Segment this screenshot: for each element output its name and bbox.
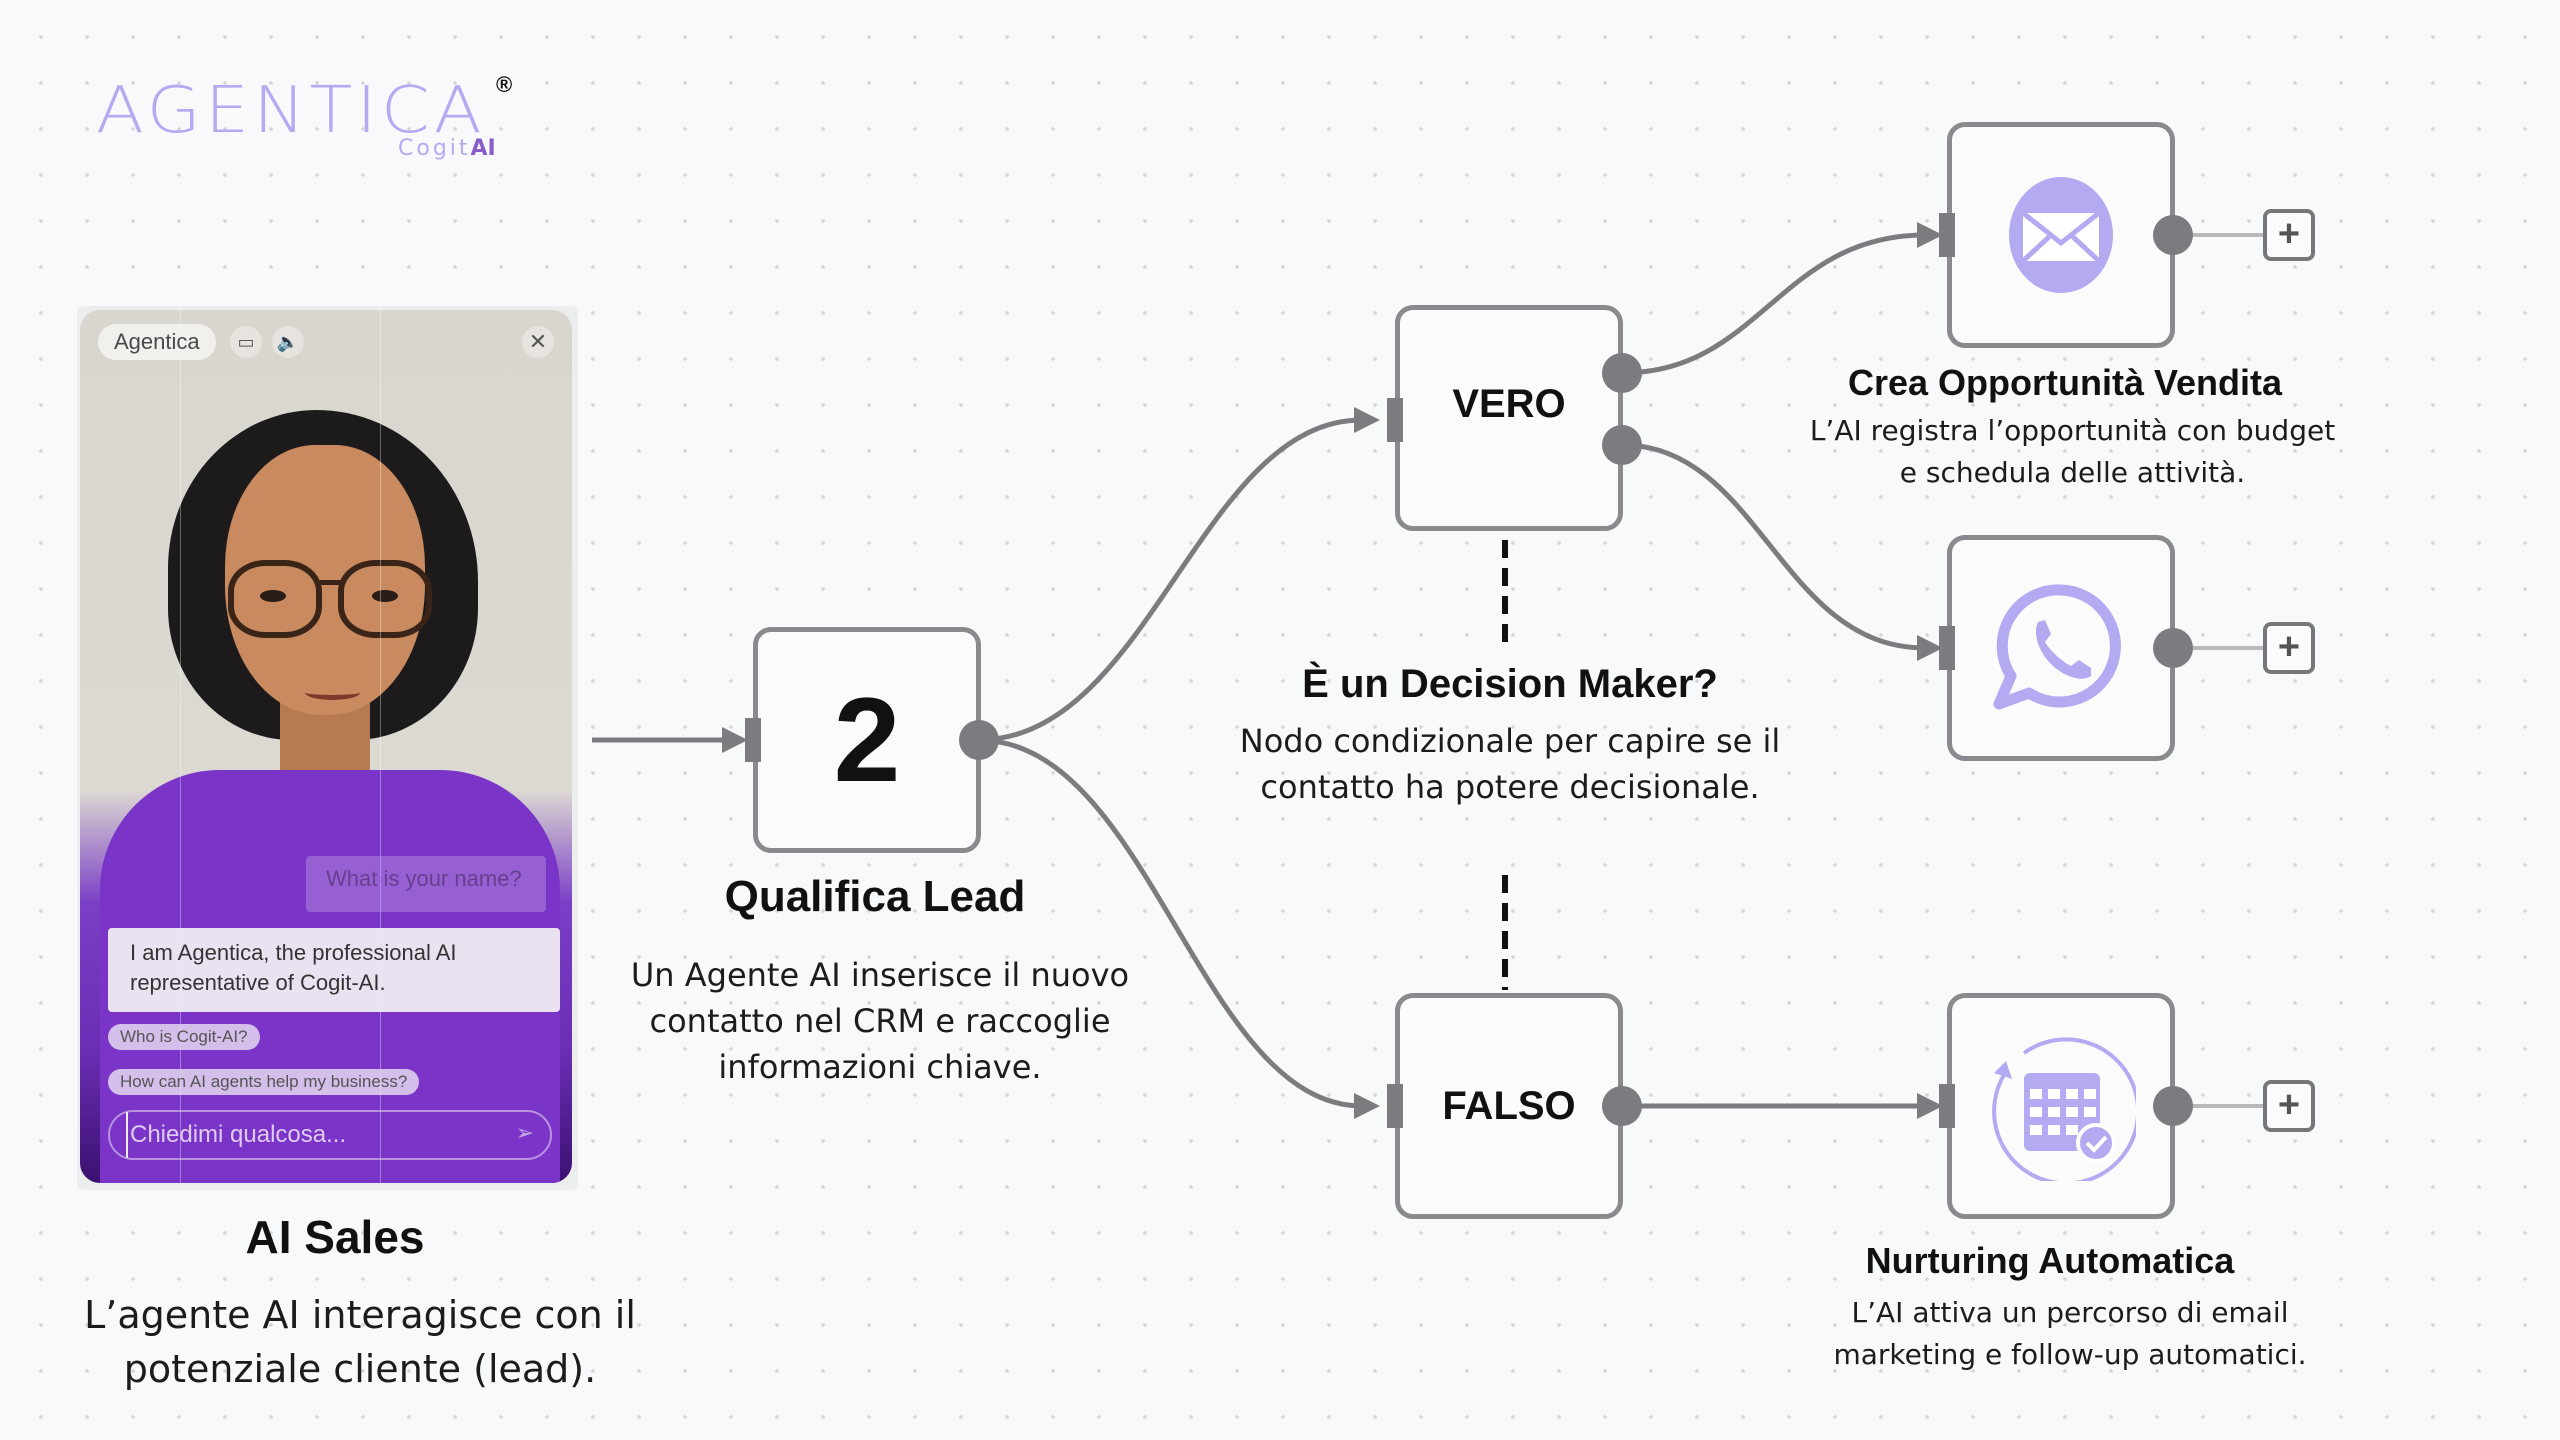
output-port[interactable] [2153, 215, 2193, 255]
video-artifact-line [380, 310, 381, 1183]
decision-maker-description: Nodo condizionale per capire se il conta… [1239, 722, 1781, 806]
wire-vero-to-email [1621, 232, 1926, 376]
avatar-glasses [338, 560, 432, 638]
node-falso[interactable]: FALSO [1395, 993, 1623, 1219]
suggestion-chip[interactable]: How can AI agents help my business? [108, 1069, 420, 1095]
output-port[interactable] [1602, 1086, 1642, 1126]
chat-input-placeholder: Chiedimi qualcosa... [126, 1112, 346, 1158]
avatar-eye [260, 590, 286, 602]
chat-widget: Agentica ▭ 🔈 ✕ What is your name? I am A… [80, 310, 572, 1183]
video-artifact-line [180, 310, 181, 1183]
calendar-check-icon [1992, 1037, 2136, 1181]
wire-qualifica-to-vero [977, 417, 1363, 743]
video-camera-icon[interactable]: ▭ [230, 326, 262, 358]
add-node-button[interactable]: + [2263, 1080, 2315, 1132]
agentica-logo: AGENTICA ® CogitAI [96, 72, 536, 162]
send-icon[interactable]: ➢ [515, 1120, 534, 1145]
agent-message: I am Agentica, the professional AI repre… [108, 928, 560, 1012]
arrowhead [1917, 1093, 1943, 1119]
add-node-button[interactable]: + [2263, 209, 2315, 261]
ai-sales-description: L’agente AI interagisce con il potenzial… [84, 1293, 636, 1391]
registered-mark: ® [496, 72, 513, 97]
crea-opportunita-description: L’AI registra l’opportunità con budget e… [1809, 414, 2336, 489]
wire-vero-to-whatsapp [1621, 442, 1926, 651]
node-crea-opportunita[interactable] [1947, 122, 2175, 348]
arrowhead [1917, 635, 1943, 661]
close-icon[interactable]: ✕ [522, 326, 554, 358]
whatsapp-icon [1993, 584, 2121, 710]
arrowhead [722, 727, 748, 753]
nurturing-title: Nurturing Automatica [1865, 1240, 2235, 1281]
node-qualifica-lead[interactable]: 2 [753, 627, 981, 853]
node-vero[interactable]: VERO [1395, 305, 1623, 531]
input-port[interactable] [1939, 213, 1955, 257]
speaker-icon[interactable]: 🔈 [272, 326, 304, 358]
output-port[interactable] [2153, 1086, 2193, 1126]
arrowhead [1354, 407, 1380, 433]
decision-maker-title: È un Decision Maker? [1302, 662, 1718, 706]
chat-input[interactable]: Chiedimi qualcosa... ➢ [108, 1110, 552, 1160]
input-port[interactable] [745, 718, 761, 762]
nurturing-description: L’AI attiva un percorso di email marketi… [1833, 1296, 2307, 1371]
output-port-true[interactable] [1602, 353, 1642, 393]
logo-sub-suffix: AI [470, 136, 496, 161]
node-whatsapp[interactable] [1947, 535, 2175, 761]
email-icon [2009, 177, 2113, 293]
logo-subtitle: CogitAI [398, 136, 496, 161]
add-node-button[interactable]: + [2263, 622, 2315, 674]
agent-name-badge: Agentica [98, 324, 216, 360]
user-message-faded: What is your name? [306, 856, 546, 912]
logo-sub-prefix: Cogit [398, 136, 471, 161]
output-port[interactable] [959, 720, 999, 760]
arrowhead [1354, 1093, 1380, 1119]
qualifica-lead-title: Qualifica Lead [724, 872, 1026, 921]
avatar-glasses [228, 560, 322, 638]
input-port[interactable] [1939, 1084, 1955, 1128]
crea-opportunita-title: Crea Opportunità Vendita [1847, 362, 2283, 403]
ai-sales-title: AI Sales [245, 1211, 425, 1263]
suggestion-chip[interactable]: Who is Cogit-AI? [108, 1024, 260, 1050]
input-port[interactable] [1387, 398, 1403, 442]
node-nurturing[interactable] [1947, 993, 2175, 1219]
input-port[interactable] [1387, 1084, 1403, 1128]
arrowhead [1917, 222, 1943, 248]
wire-qualifica-to-falso [977, 737, 1363, 1109]
node-falso-label: FALSO [1442, 1083, 1576, 1128]
avatar-eye [372, 590, 398, 602]
output-port-false[interactable] [1602, 425, 1642, 465]
output-port[interactable] [2153, 628, 2193, 668]
input-port[interactable] [1939, 626, 1955, 670]
node-step-number: 2 [833, 673, 901, 807]
qualifica-lead-description: Un Agente AI inserisce il nuovo contatto… [630, 956, 1130, 1086]
node-vero-label: VERO [1452, 382, 1566, 426]
logo-wordmark: AGENTICA [96, 72, 486, 148]
avatar-glasses-bridge [320, 580, 344, 585]
avatar-mouth [305, 685, 360, 700]
